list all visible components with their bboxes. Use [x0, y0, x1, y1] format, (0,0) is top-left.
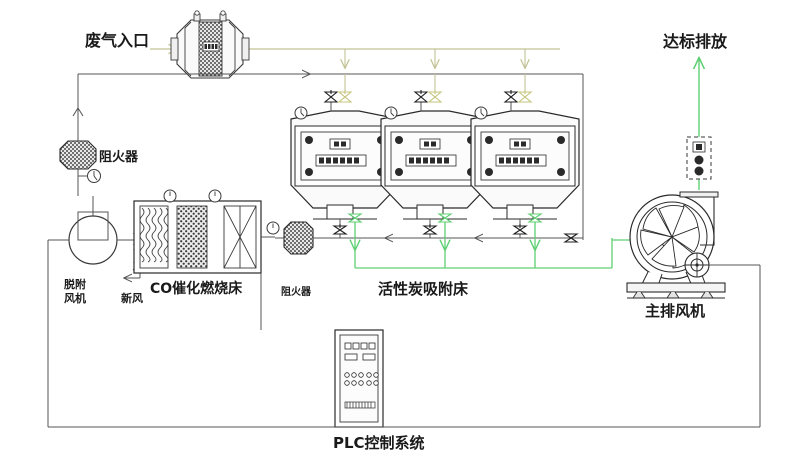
gauge-co-1: [163, 189, 177, 203]
label-plc: PLC控制系统: [333, 434, 425, 452]
valve-top-2-green[interactable]: [427, 90, 443, 103]
gauge-fa1: [78, 169, 101, 183]
flame-arrestor-1: [59, 104, 97, 196]
gauge-co-3: [266, 221, 280, 235]
valve-bottom-right[interactable]: [563, 233, 579, 243]
silencer: [686, 136, 712, 180]
valve-bottom-2[interactable]: [422, 224, 438, 235]
prefilter-unit: [170, 10, 250, 79]
label-main-fan: 主排风机: [645, 302, 706, 320]
valve-top-3-black[interactable]: [503, 90, 519, 103]
gauge-ads-3: [474, 106, 488, 120]
label-inlet: 废气入口: [85, 31, 150, 50]
plc-control-cabinet: [334, 329, 384, 428]
label-desorption-fan-line2: 风机: [64, 292, 86, 305]
label-flame-arrestor-1: 阻火器: [99, 150, 139, 165]
valve-top-2-black[interactable]: [413, 90, 429, 103]
main-exhaust-fan: [626, 191, 726, 299]
valve-green-3[interactable]: [527, 213, 543, 223]
label-carbon-bed: 活性炭吸附床: [378, 280, 469, 298]
valve-green-1[interactable]: [347, 213, 363, 223]
adsorber-3: [470, 98, 580, 238]
valve-bottom-3[interactable]: [512, 224, 528, 235]
clean-air-return-line: [355, 219, 630, 269]
gauge-ads-2: [384, 106, 398, 120]
adsorber-1: [290, 98, 400, 238]
label-fresh-air: 新风: [121, 292, 143, 305]
valve-top-1-black[interactable]: [323, 90, 339, 103]
main-header-duct: [77, 74, 584, 240]
label-co-bed: CO催化燃烧床: [150, 281, 243, 297]
outer-return-loop: [47, 240, 761, 428]
label-flame-arrestor-2: 阻火器: [281, 287, 311, 298]
co-catalytic-bed: [133, 200, 275, 330]
valve-bottom-1[interactable]: [332, 224, 348, 235]
valve-top-1-green[interactable]: [337, 90, 353, 103]
valve-top-3-green[interactable]: [517, 90, 533, 103]
adsorber-2: [380, 98, 490, 238]
valve-green-2[interactable]: [437, 213, 453, 223]
label-desorption-fan-line1: 脱附: [64, 278, 86, 291]
gauge-ads-1: [294, 106, 308, 120]
desorption-fan: [48, 196, 140, 265]
gauge-co-2: [208, 189, 222, 203]
label-outlet: 达标排放: [663, 32, 728, 51]
